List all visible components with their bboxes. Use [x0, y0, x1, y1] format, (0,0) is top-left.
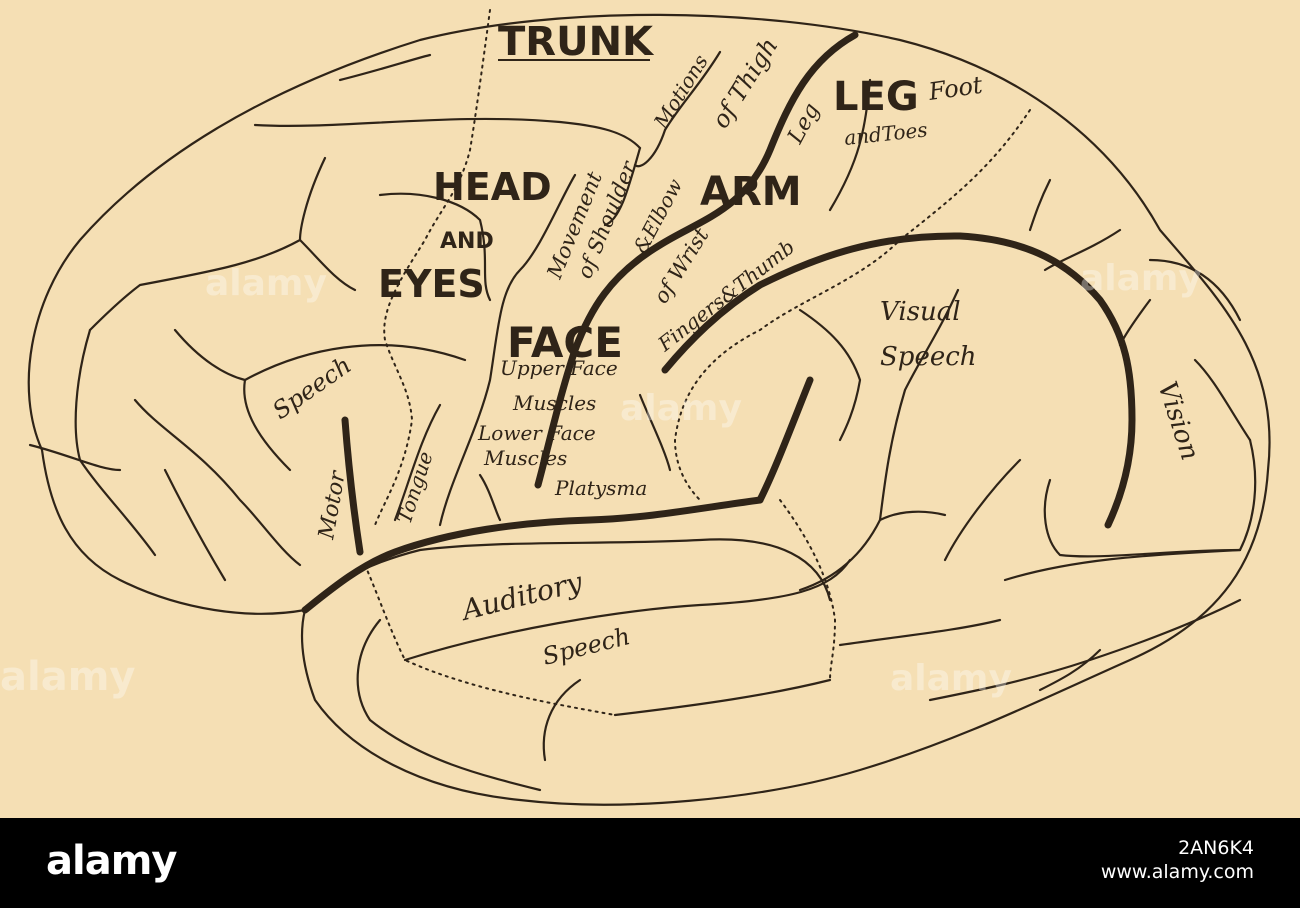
gyrus-line-7: [28, 443, 122, 472]
gyrus-line-17: [1028, 178, 1052, 232]
footer-url: www.alamy.com: [1100, 861, 1254, 883]
gyrus-line-10: [133, 398, 302, 567]
gyrus-line-26: [838, 618, 1002, 647]
boundary-dotted-3: [779, 499, 837, 681]
brain-illustration: alamy alamy alamy alamy alamy TRUNK HEAD…: [0, 9, 1271, 806]
brain-diagram: alamy alamy alamy alamy alamy TRUNK HEAD…: [0, 9, 1271, 806]
label-visual: Visual: [880, 297, 961, 327]
watermark-2: alamy: [620, 388, 742, 429]
gyrus-line-14: [393, 403, 442, 522]
label-vision: Vision: [1151, 378, 1204, 464]
gyrus-line-4: [88, 156, 327, 332]
gyrus-line-5: [298, 238, 357, 292]
gyrus-line-30: [542, 678, 582, 762]
label-motions: Motions: [648, 50, 712, 133]
gyrus-line-27: [403, 558, 852, 662]
label-platysma: Platysma: [554, 476, 647, 500]
gyrus-line-22: [878, 510, 947, 522]
gyrus-line-11: [163, 468, 227, 582]
label-foot: Foot: [926, 71, 985, 106]
watermark-5: alamy: [890, 658, 1012, 699]
footer-info: 2AN6K4 www.alamy.com: [1101, 836, 1254, 884]
footer-image-id: 2AN6K4: [1178, 837, 1254, 859]
gyrus-line-20: [798, 308, 862, 442]
gyrus-line-9: [243, 378, 292, 472]
label-lower-face: Lower Face: [477, 421, 596, 445]
label-muscles-2: Muscles: [483, 446, 567, 470]
label-arm: ARM: [700, 169, 802, 215]
label-tongue: Tongue: [392, 449, 438, 527]
gyrus-line-21: [798, 288, 960, 592]
gyrus-line-29: [356, 618, 542, 792]
sylvian-branch: [756, 376, 814, 504]
sylvian-fissure: [301, 496, 764, 614]
gyrus-line-3: [633, 50, 722, 168]
gyrus-line-1: [253, 117, 642, 150]
label-auditory: Auditory: [456, 565, 587, 628]
gyrus-line-12: [378, 192, 492, 302]
central-sulcus: [534, 31, 859, 489]
gyrus-line-36: [1148, 258, 1242, 322]
label-trunk: TRUNK: [498, 19, 655, 65]
footer-logo: alamy: [46, 838, 177, 884]
boundary-dotted-1: [374, 9, 491, 526]
label-speech-visual: Speech: [880, 342, 977, 372]
gyrus-line-18: [1043, 228, 1122, 272]
gyrus-line-13: [438, 173, 577, 527]
gyrus-line-28: [613, 678, 832, 717]
intraparietal-sulcus: [661, 232, 1136, 529]
label-leg-caps: LEG: [833, 74, 919, 120]
label-and-toes: andToes: [843, 117, 929, 150]
watermark-3: alamy: [1080, 258, 1202, 299]
label-of-thigh: of Thigh: [706, 33, 783, 133]
gyrus-line-34: [638, 393, 672, 472]
gyrus-line-32: [1038, 648, 1102, 692]
footer-bar: alamy 2AN6K4 www.alamy.com: [0, 818, 1300, 908]
gyrus-line-2: [603, 146, 642, 227]
gyrus-line-37: [1193, 358, 1252, 442]
gyrus-line-6: [74, 328, 157, 557]
gyrus-line-25: [1003, 548, 1242, 582]
label-upper-face: Upper Face: [500, 356, 618, 380]
boundary-dotted-4: [673, 109, 1031, 501]
label-motor: Motor: [314, 468, 351, 542]
gyrus-line-16: [828, 78, 872, 212]
label-and: AND: [440, 229, 494, 254]
label-head: HEAD: [433, 165, 552, 209]
gyrus-line-33: [943, 458, 1022, 562]
label-speech-auditory: Speech: [540, 622, 633, 671]
gyrus-line-15: [478, 473, 502, 522]
sylvian-ascending: [341, 416, 364, 556]
label-muscles-1: Muscles: [512, 391, 596, 415]
label-speech-motor: Speech: [267, 351, 356, 425]
label-eyes: EYES: [378, 262, 485, 306]
gyrus-line-8: [173, 328, 467, 382]
watermark-4: alamy: [0, 654, 135, 700]
gyrus-line-35: [338, 53, 432, 82]
gyrus-line-24: [1238, 438, 1257, 552]
brain-outline: [27, 13, 1271, 806]
gyrus-line-23: [1043, 478, 1242, 558]
label-face: FACE: [507, 318, 623, 367]
watermark-1: alamy: [205, 263, 327, 304]
gyrus-line-19: [1118, 298, 1152, 347]
brain-outline-group: [27, 9, 1271, 806]
